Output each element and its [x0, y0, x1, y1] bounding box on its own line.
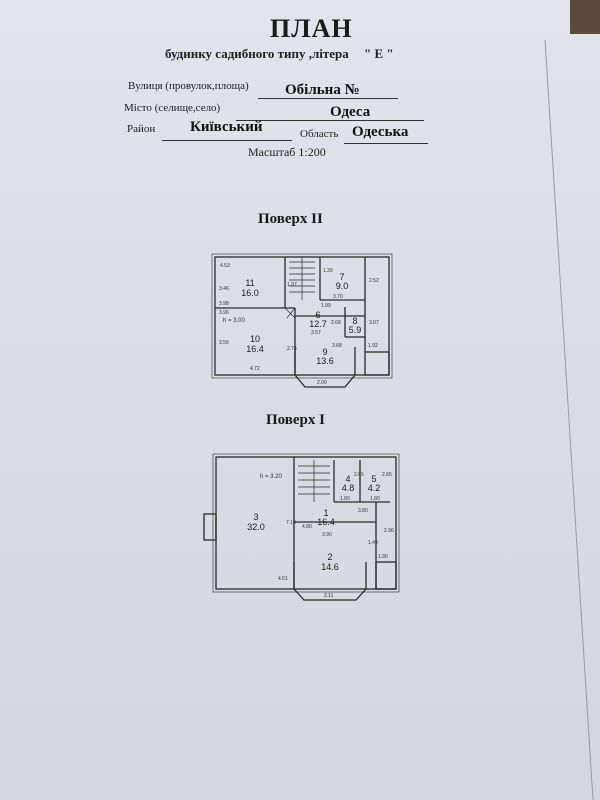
- city-underline: [236, 120, 424, 121]
- document-title: ПЛАН: [270, 14, 353, 43]
- room-6-number: 6: [315, 310, 320, 320]
- floor2-plan: 11 16.0 10 16.4 6 12.7 7 9.0 8 5.9 9 13.…: [211, 253, 393, 388]
- street-label: Вулиця (провулок,площа): [128, 80, 249, 92]
- room-2-area: 14.6: [321, 562, 339, 572]
- dim-label: 1.92: [368, 343, 378, 349]
- city-label: Місто (селище,село): [124, 102, 221, 114]
- floor1-outer-wall-line: [212, 453, 400, 593]
- document-subtitle: будинку садибного типу ,літера " Е ": [165, 46, 394, 62]
- room-9-number: 9: [322, 347, 327, 357]
- dim-label: 2.09: [317, 380, 327, 386]
- dim-label: 2.11: [324, 593, 334, 599]
- dim-label: 2.96: [384, 528, 394, 534]
- district-label: Район: [127, 123, 156, 135]
- floor1-plan: 3 32.0 1 16.4 2 14.6 4 4.8 5 4.2 h = 3.2…: [203, 453, 400, 601]
- floor1-porch: [375, 561, 397, 590]
- dim-label: 3.96: [219, 310, 229, 316]
- floor2-balcony: [364, 351, 390, 376]
- floor1-title: Поверх I: [266, 412, 325, 428]
- room-1-area: 16.4: [317, 517, 335, 527]
- room-4-area: 4.8: [342, 483, 355, 493]
- room-7-area: 9.0: [336, 281, 349, 291]
- room-10-area: 16.4: [246, 344, 264, 354]
- dim-label: 4.53: [220, 263, 230, 269]
- dim-label: 3.68: [332, 343, 342, 349]
- room-5-number: 5: [371, 474, 376, 484]
- room-4-number: 4: [345, 474, 350, 484]
- background-corner: [570, 0, 600, 34]
- floor2-title: Поверх II: [258, 211, 323, 227]
- dim-label: 1.39: [323, 268, 333, 274]
- floor1-bay-window: [293, 562, 367, 601]
- floor2-ceiling-height: h = 3.00: [223, 318, 246, 324]
- dim-label: 1.49: [368, 540, 378, 546]
- floor2-door-swing: [286, 307, 296, 319]
- floor1-outer-wall: [215, 456, 397, 590]
- dim-label: 4.80: [302, 524, 312, 530]
- dim-label: 1.97: [287, 282, 297, 288]
- dim-label: 1.99: [321, 303, 331, 309]
- dim-label: 3.46: [219, 286, 229, 292]
- dim-label: 7.10: [286, 520, 296, 526]
- dim-label: 1.80: [340, 496, 350, 502]
- building-letter: " Е ": [364, 46, 394, 61]
- district-value: Київський: [190, 119, 263, 135]
- dim-label: 3.98: [219, 301, 229, 307]
- dim-label: 4.51: [278, 576, 288, 582]
- dim-label: 2.65: [382, 472, 392, 478]
- room-8-area: 5.9: [349, 325, 362, 335]
- room-7-number: 7: [339, 272, 344, 282]
- room-11-number: 11: [245, 278, 254, 288]
- street-underline: [258, 98, 398, 99]
- subtitle-text: будинку садибного типу ,літера: [165, 46, 349, 61]
- room-10-number: 10: [250, 334, 260, 344]
- floor1-entrance-porch: [203, 513, 217, 541]
- floor2-bay-window: [294, 347, 356, 388]
- dim-label: 3.57: [311, 330, 321, 336]
- room-1-number: 1: [323, 508, 328, 518]
- region-label: Область: [300, 128, 339, 140]
- dim-label: 2.74: [287, 346, 297, 352]
- floor1-stairs: [298, 460, 330, 502]
- floor2-outer-wall-line: [211, 253, 393, 379]
- dim-label: 2.65: [354, 472, 364, 478]
- room-3-area: 32.0: [247, 522, 265, 532]
- dim-label: 1.90: [378, 554, 388, 560]
- dim-label: 3.70: [333, 294, 343, 300]
- dim-label: 3.07: [369, 320, 379, 326]
- room-9-area: 13.6: [316, 356, 334, 366]
- dim-label: 2.68: [331, 320, 341, 326]
- scale-text: Масштаб 1:200: [248, 145, 326, 159]
- floor2-stairs: [289, 257, 315, 300]
- room-3-number: 3: [253, 512, 258, 522]
- dim-label: 3.56: [219, 340, 229, 346]
- district-underline: [162, 140, 292, 141]
- dim-label: 2.52: [369, 278, 379, 284]
- dim-label: 4.72: [250, 366, 260, 372]
- room-11-area: 16.0: [241, 288, 259, 298]
- room-5-area: 4.2: [368, 483, 381, 493]
- region-value: Одеська: [352, 124, 409, 140]
- dim-label: 1.80: [370, 496, 380, 502]
- room-2-number: 2: [327, 552, 332, 562]
- floor2-door-swing: [284, 307, 296, 319]
- dim-label: 3.80: [358, 508, 368, 514]
- city-value: Одеса: [330, 104, 371, 120]
- street-value: Обільна №: [285, 82, 360, 98]
- room-8-number: 8: [352, 316, 357, 326]
- dim-label: 3.90: [322, 532, 332, 538]
- floor1-ceiling-height: h = 3.20: [260, 474, 283, 480]
- room-6-area: 12.7: [309, 319, 327, 329]
- region-underline: [344, 143, 428, 144]
